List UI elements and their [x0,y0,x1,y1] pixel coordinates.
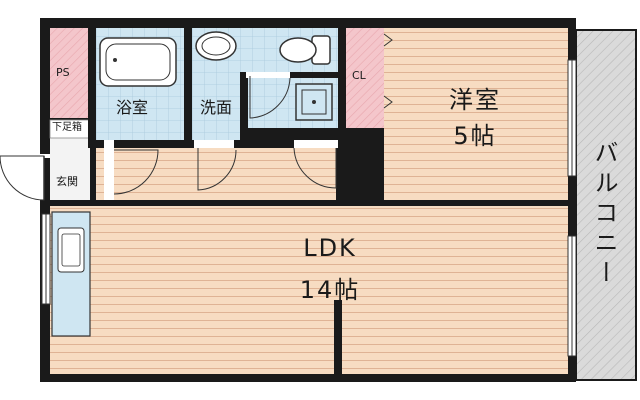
window-ldk-icon [567,235,577,357]
western-room-size: 5帖 [453,122,497,150]
balcony-label: バルコニー [590,140,618,290]
western-room-door-icon [293,140,338,189]
ldk-text: LDK 14帖 [270,236,390,302]
ps-area [50,28,88,118]
kitchen-sink-icon [57,227,85,273]
balcony-area [575,29,637,381]
closet-door-icon [383,33,393,109]
toilet-door-icon [246,72,291,119]
washroom-door-icon [194,140,237,191]
washbasin-icon [195,31,237,61]
bathtub-icon [99,37,177,87]
ldk-size: 14帖 [299,276,361,304]
window-western-icon [567,59,577,177]
ldk-floor [50,206,568,374]
window-kitchen-icon [41,213,51,305]
bathroom-label: 浴室 [116,98,149,117]
entrance-door-icon [0,154,50,201]
ldk-label: LDK [303,234,357,262]
shoe-box-label: 下足箱 [52,122,82,133]
western-room-text: 洋室 5帖 [420,88,530,148]
hall-floor [96,148,336,200]
closet-label: CL [352,69,366,82]
closet-area [344,28,384,128]
western-room-floor [384,28,568,200]
entrance-floor [50,128,90,200]
toilet-icon [279,37,317,63]
western-room-label: 洋室 [449,86,501,114]
hallway-door-icon [104,140,159,200]
washroom-label: 洗面 [200,98,233,117]
ps-label: PS [56,66,70,79]
entrance-label: 玄関 [56,175,78,188]
